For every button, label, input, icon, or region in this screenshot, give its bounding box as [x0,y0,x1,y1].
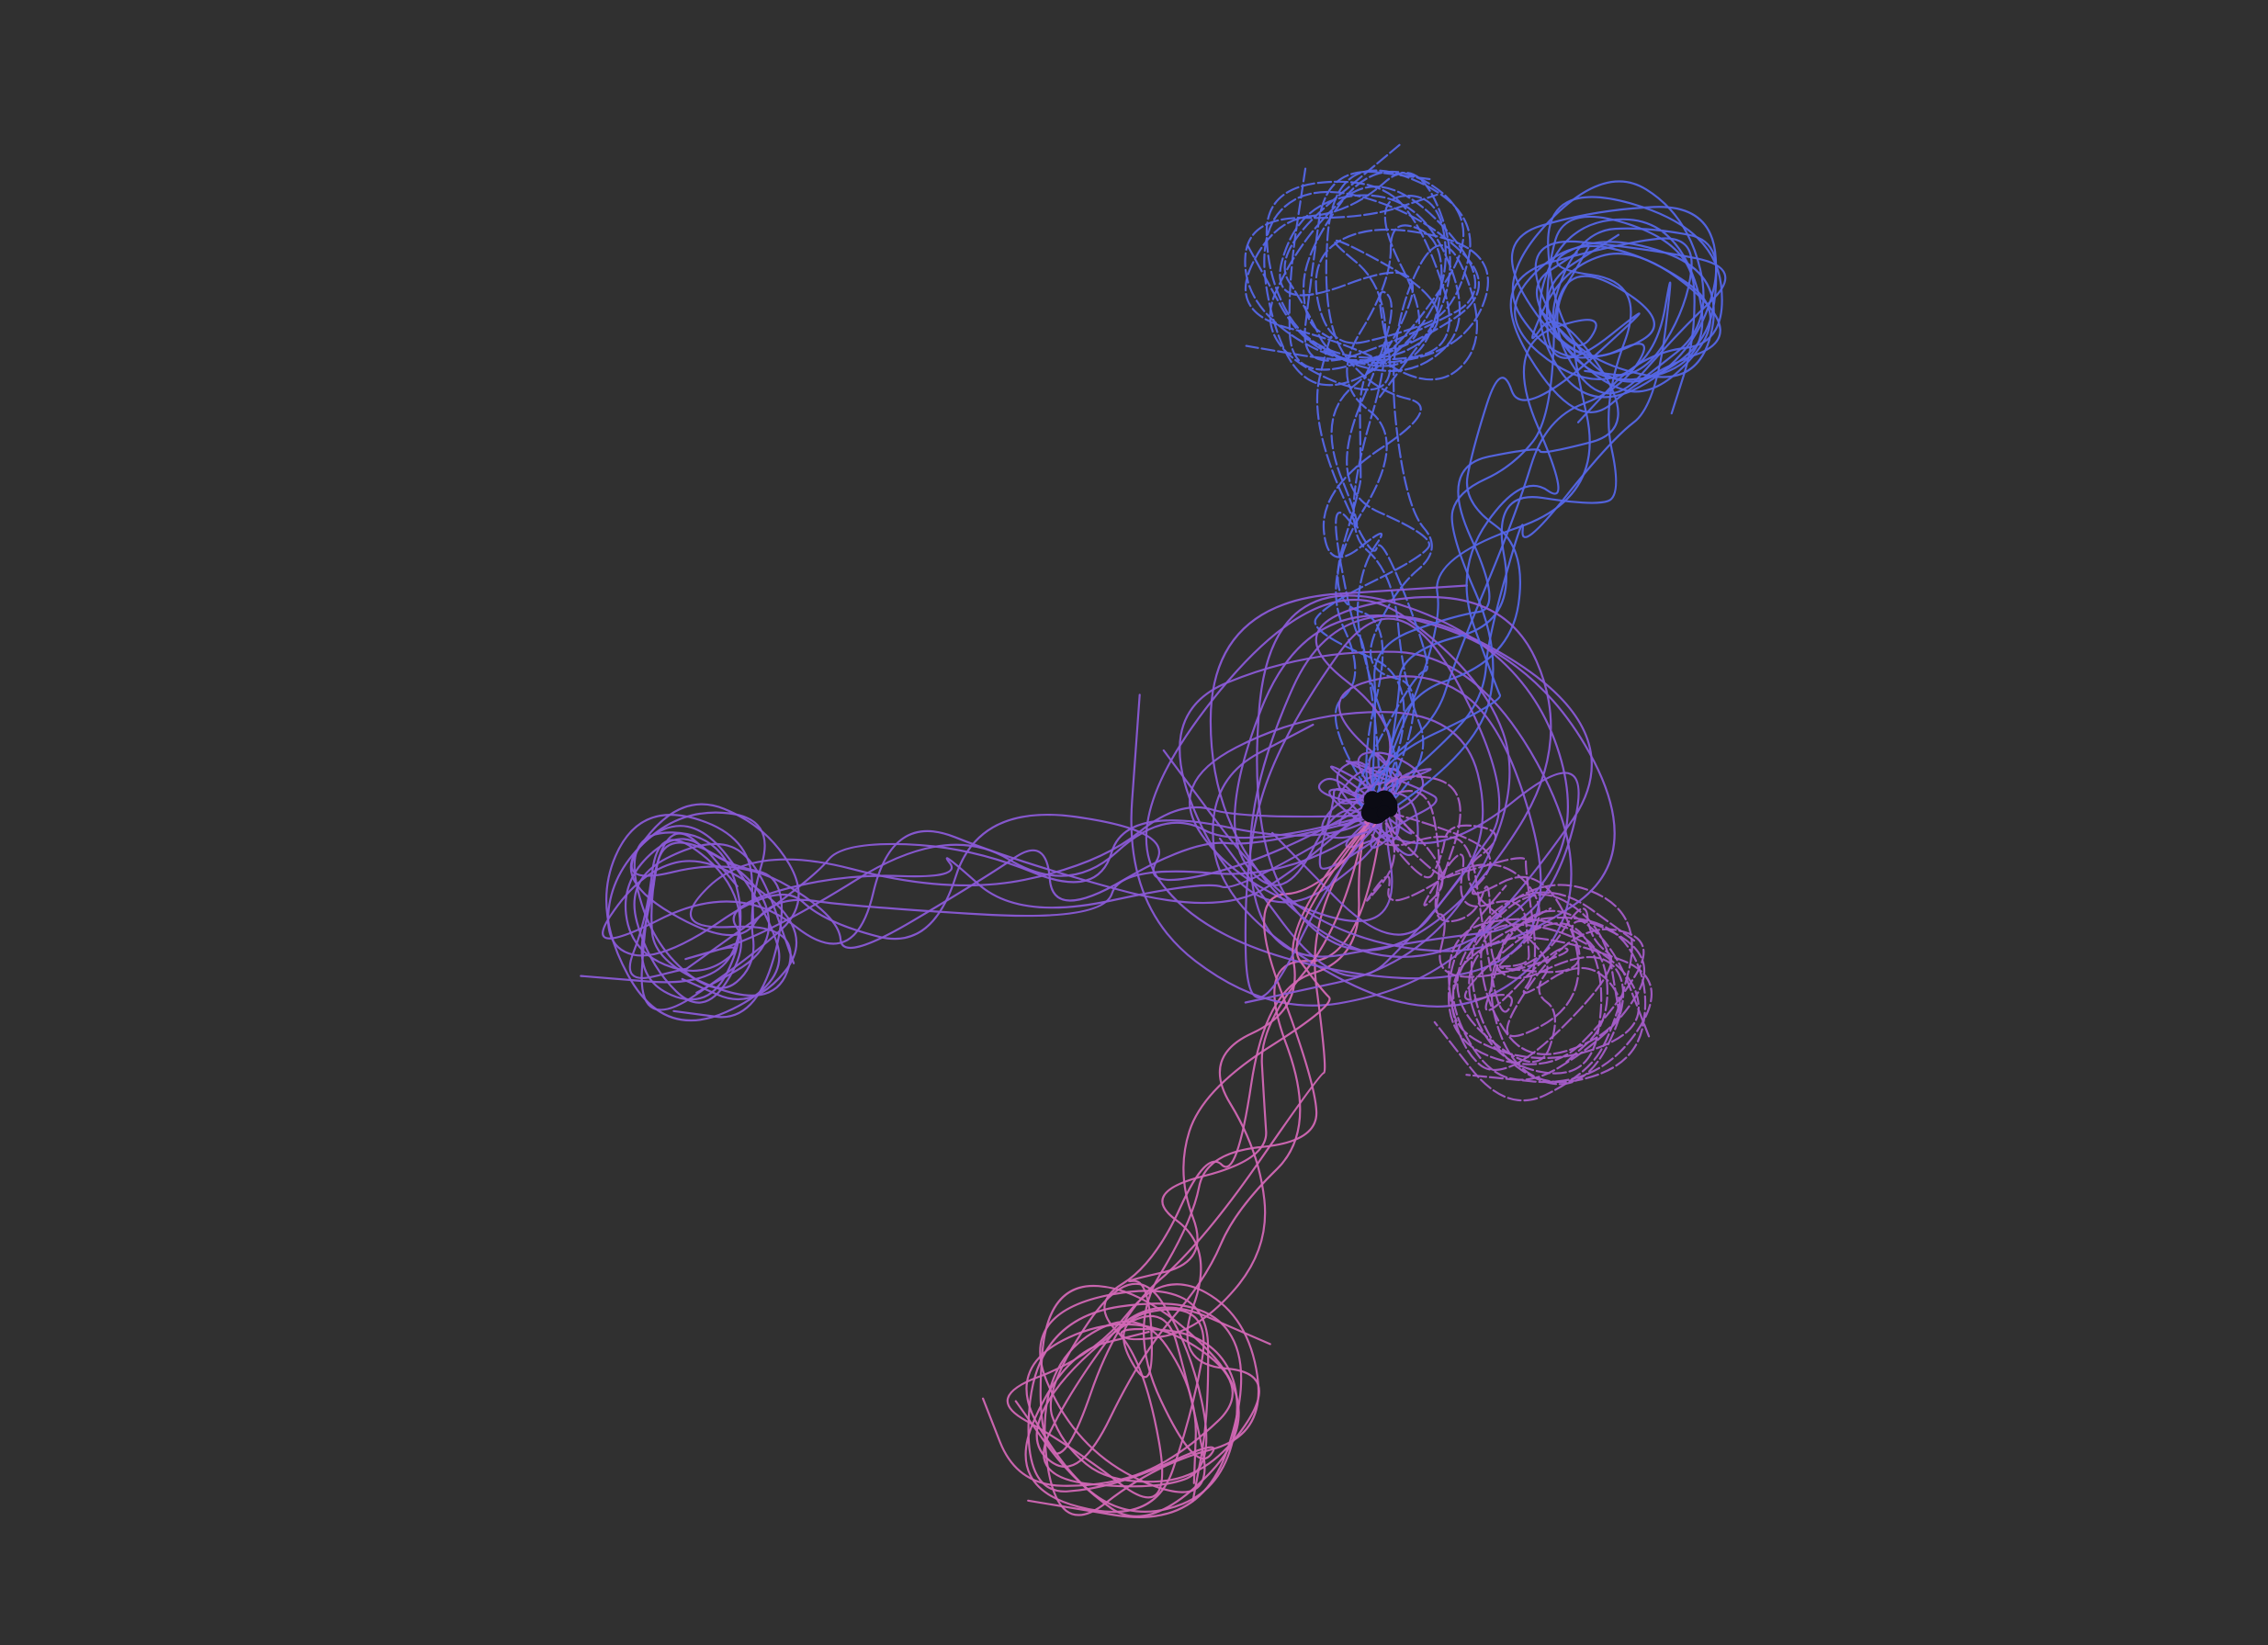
origin-hub-marker [1376,806,1392,820]
trajectory-strand [628,813,1380,1001]
trajectory-strand [1366,808,1651,1084]
trajectory-strand [1014,810,1383,1517]
trajectory-strand [1269,170,1477,807]
trajectory-strand [1162,614,1616,952]
trajectory-strand [1209,584,1569,958]
trajectory-strand [1244,617,1501,998]
trajectory-strand [1370,196,1723,810]
trajectory-strand [633,802,1386,1004]
trajectory-strand [1367,802,1603,1075]
trajectory-strand [1279,143,1461,817]
trajectory-strand [1263,165,1481,817]
origin-hub-marker [1363,791,1382,809]
trajectory-strand [1027,810,1386,1518]
trajectory-strand [1024,804,1385,1514]
trajectory-strand [982,801,1388,1513]
trajectory-strand [580,798,1378,989]
trajectory-strand [602,801,1372,1001]
trajectory-strand [1145,598,1542,1004]
trajectory-strand [624,812,1376,973]
trajectory-strand [1369,240,1727,817]
trajectory-strand [1245,180,1450,817]
trajectory-strand [1301,170,1465,808]
trajectory-strand [1371,218,1718,817]
trajectory-strand [1373,807,1645,1065]
trajectory-strand [1006,812,1372,1516]
trajectory-strand [1244,172,1478,803]
trajectory-strand [1379,180,1705,818]
trajectory-strand [1043,802,1371,1488]
trajectory-strand [650,806,1372,997]
trajectory-strand [1246,169,1489,812]
trajectory-strand [1378,775,1613,1072]
trajectory-strand [630,803,1388,1019]
